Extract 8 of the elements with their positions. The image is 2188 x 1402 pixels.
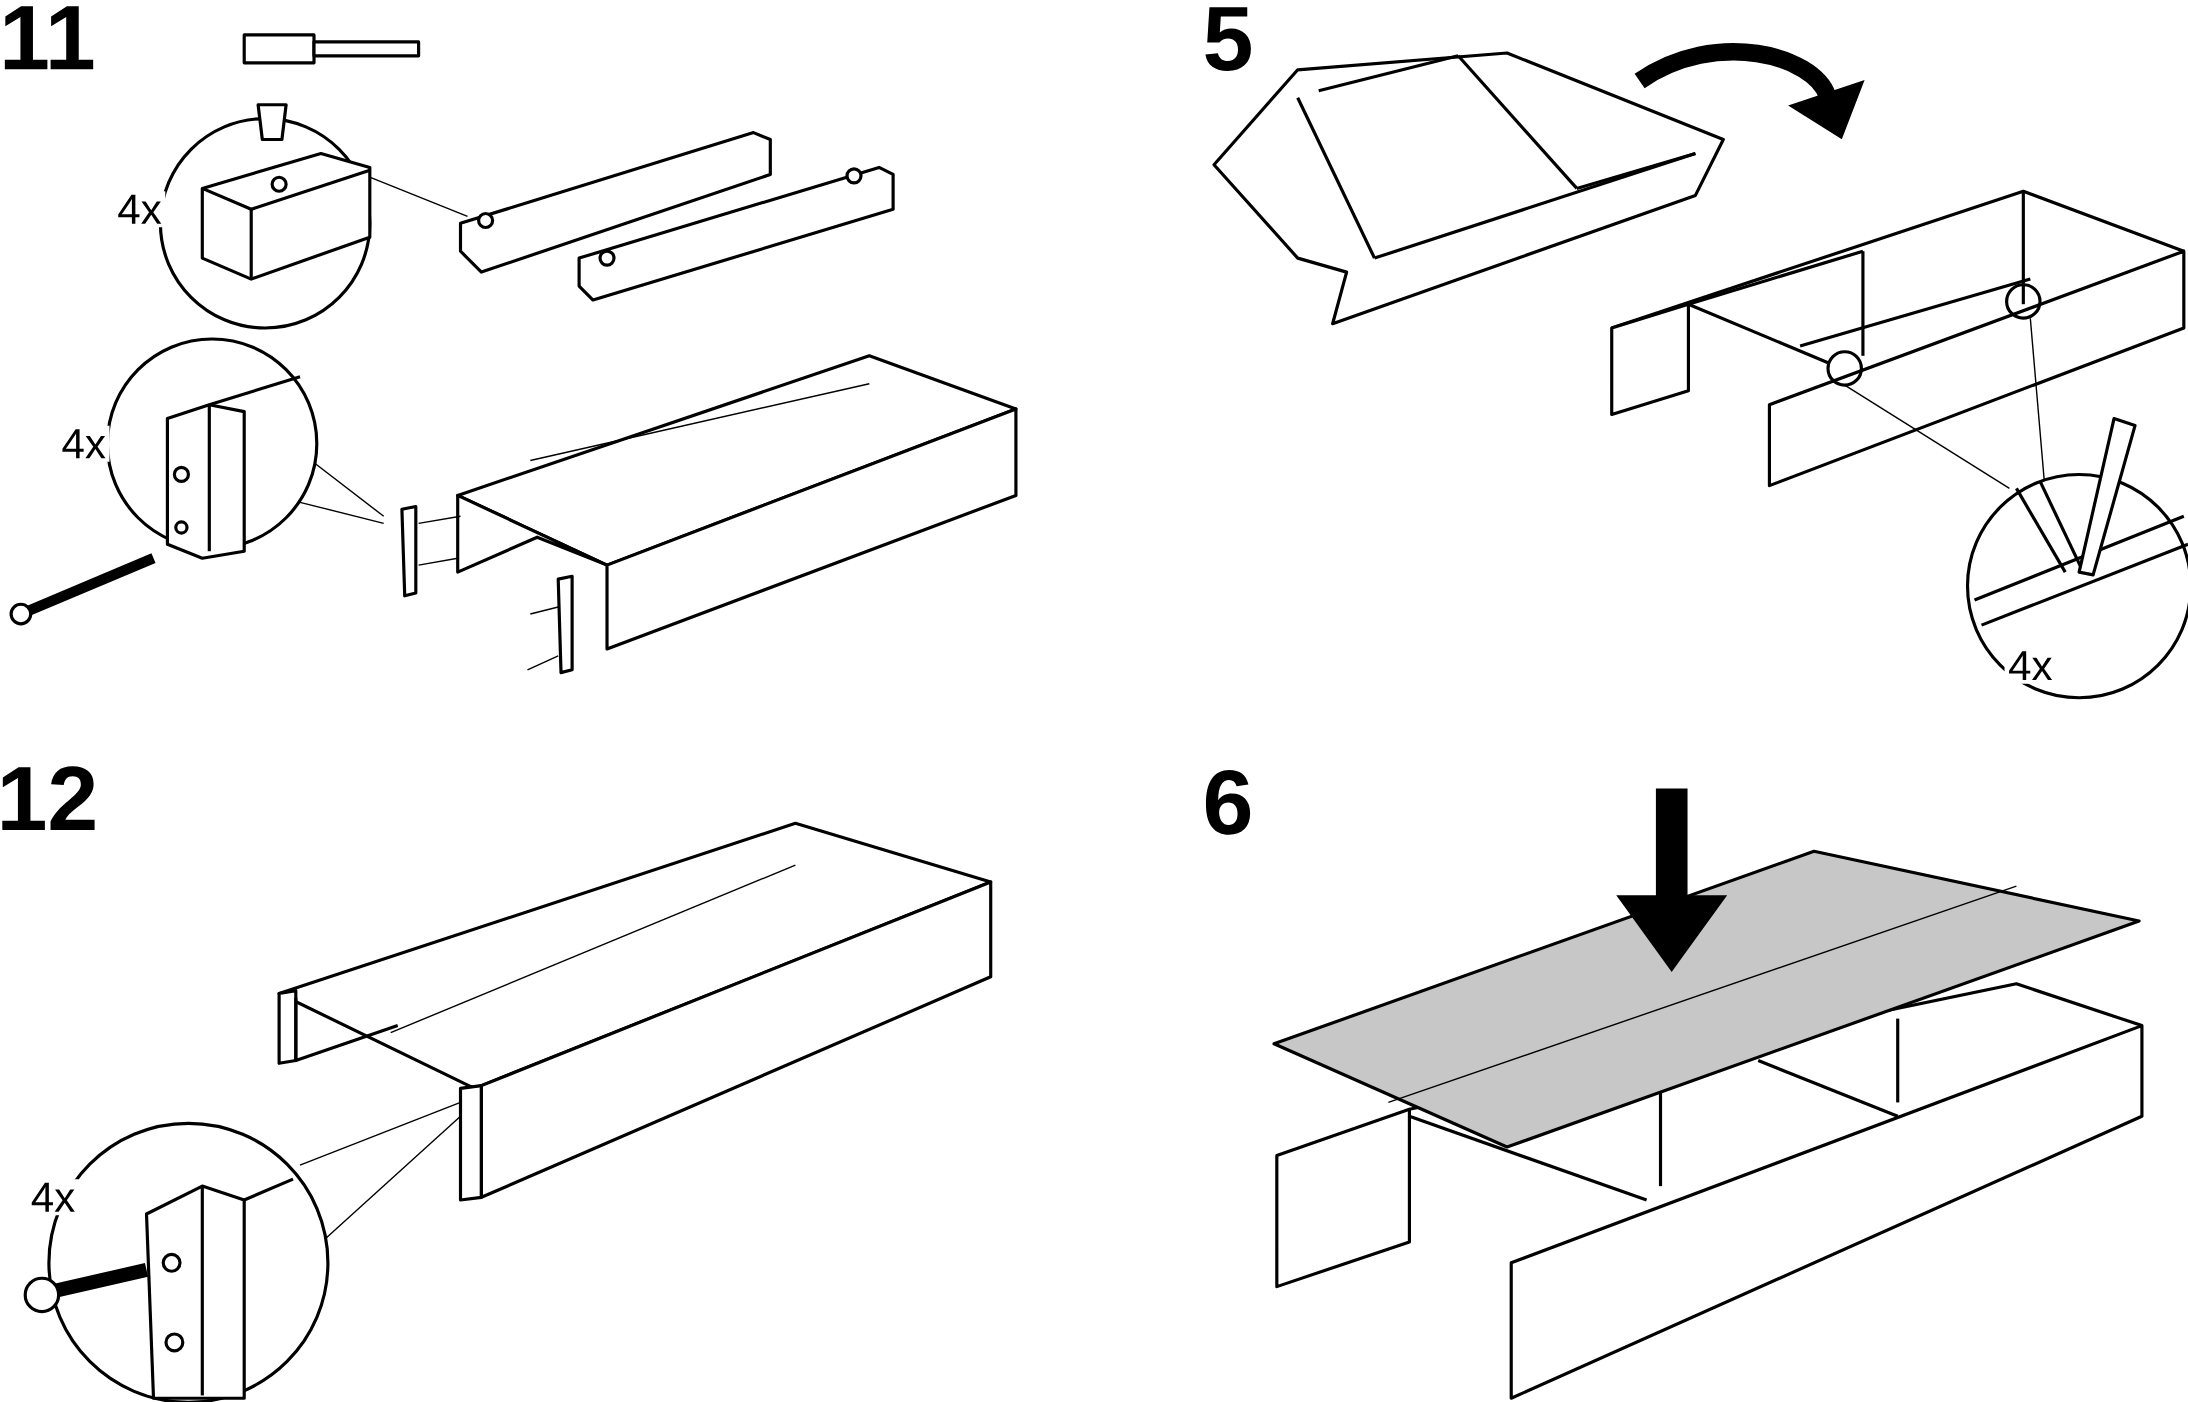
quantity-label: 4x (113, 191, 166, 228)
quantity-label: 4x (27, 1179, 79, 1216)
step-number: 6 (1199, 766, 1257, 839)
quantity-label: 4x (57, 425, 110, 462)
step-number: 5 (1199, 3, 1257, 75)
quantity-label: 4x (2004, 647, 2057, 684)
step-number: 12 (0, 762, 102, 834)
step-number: 11 (0, 2, 100, 73)
